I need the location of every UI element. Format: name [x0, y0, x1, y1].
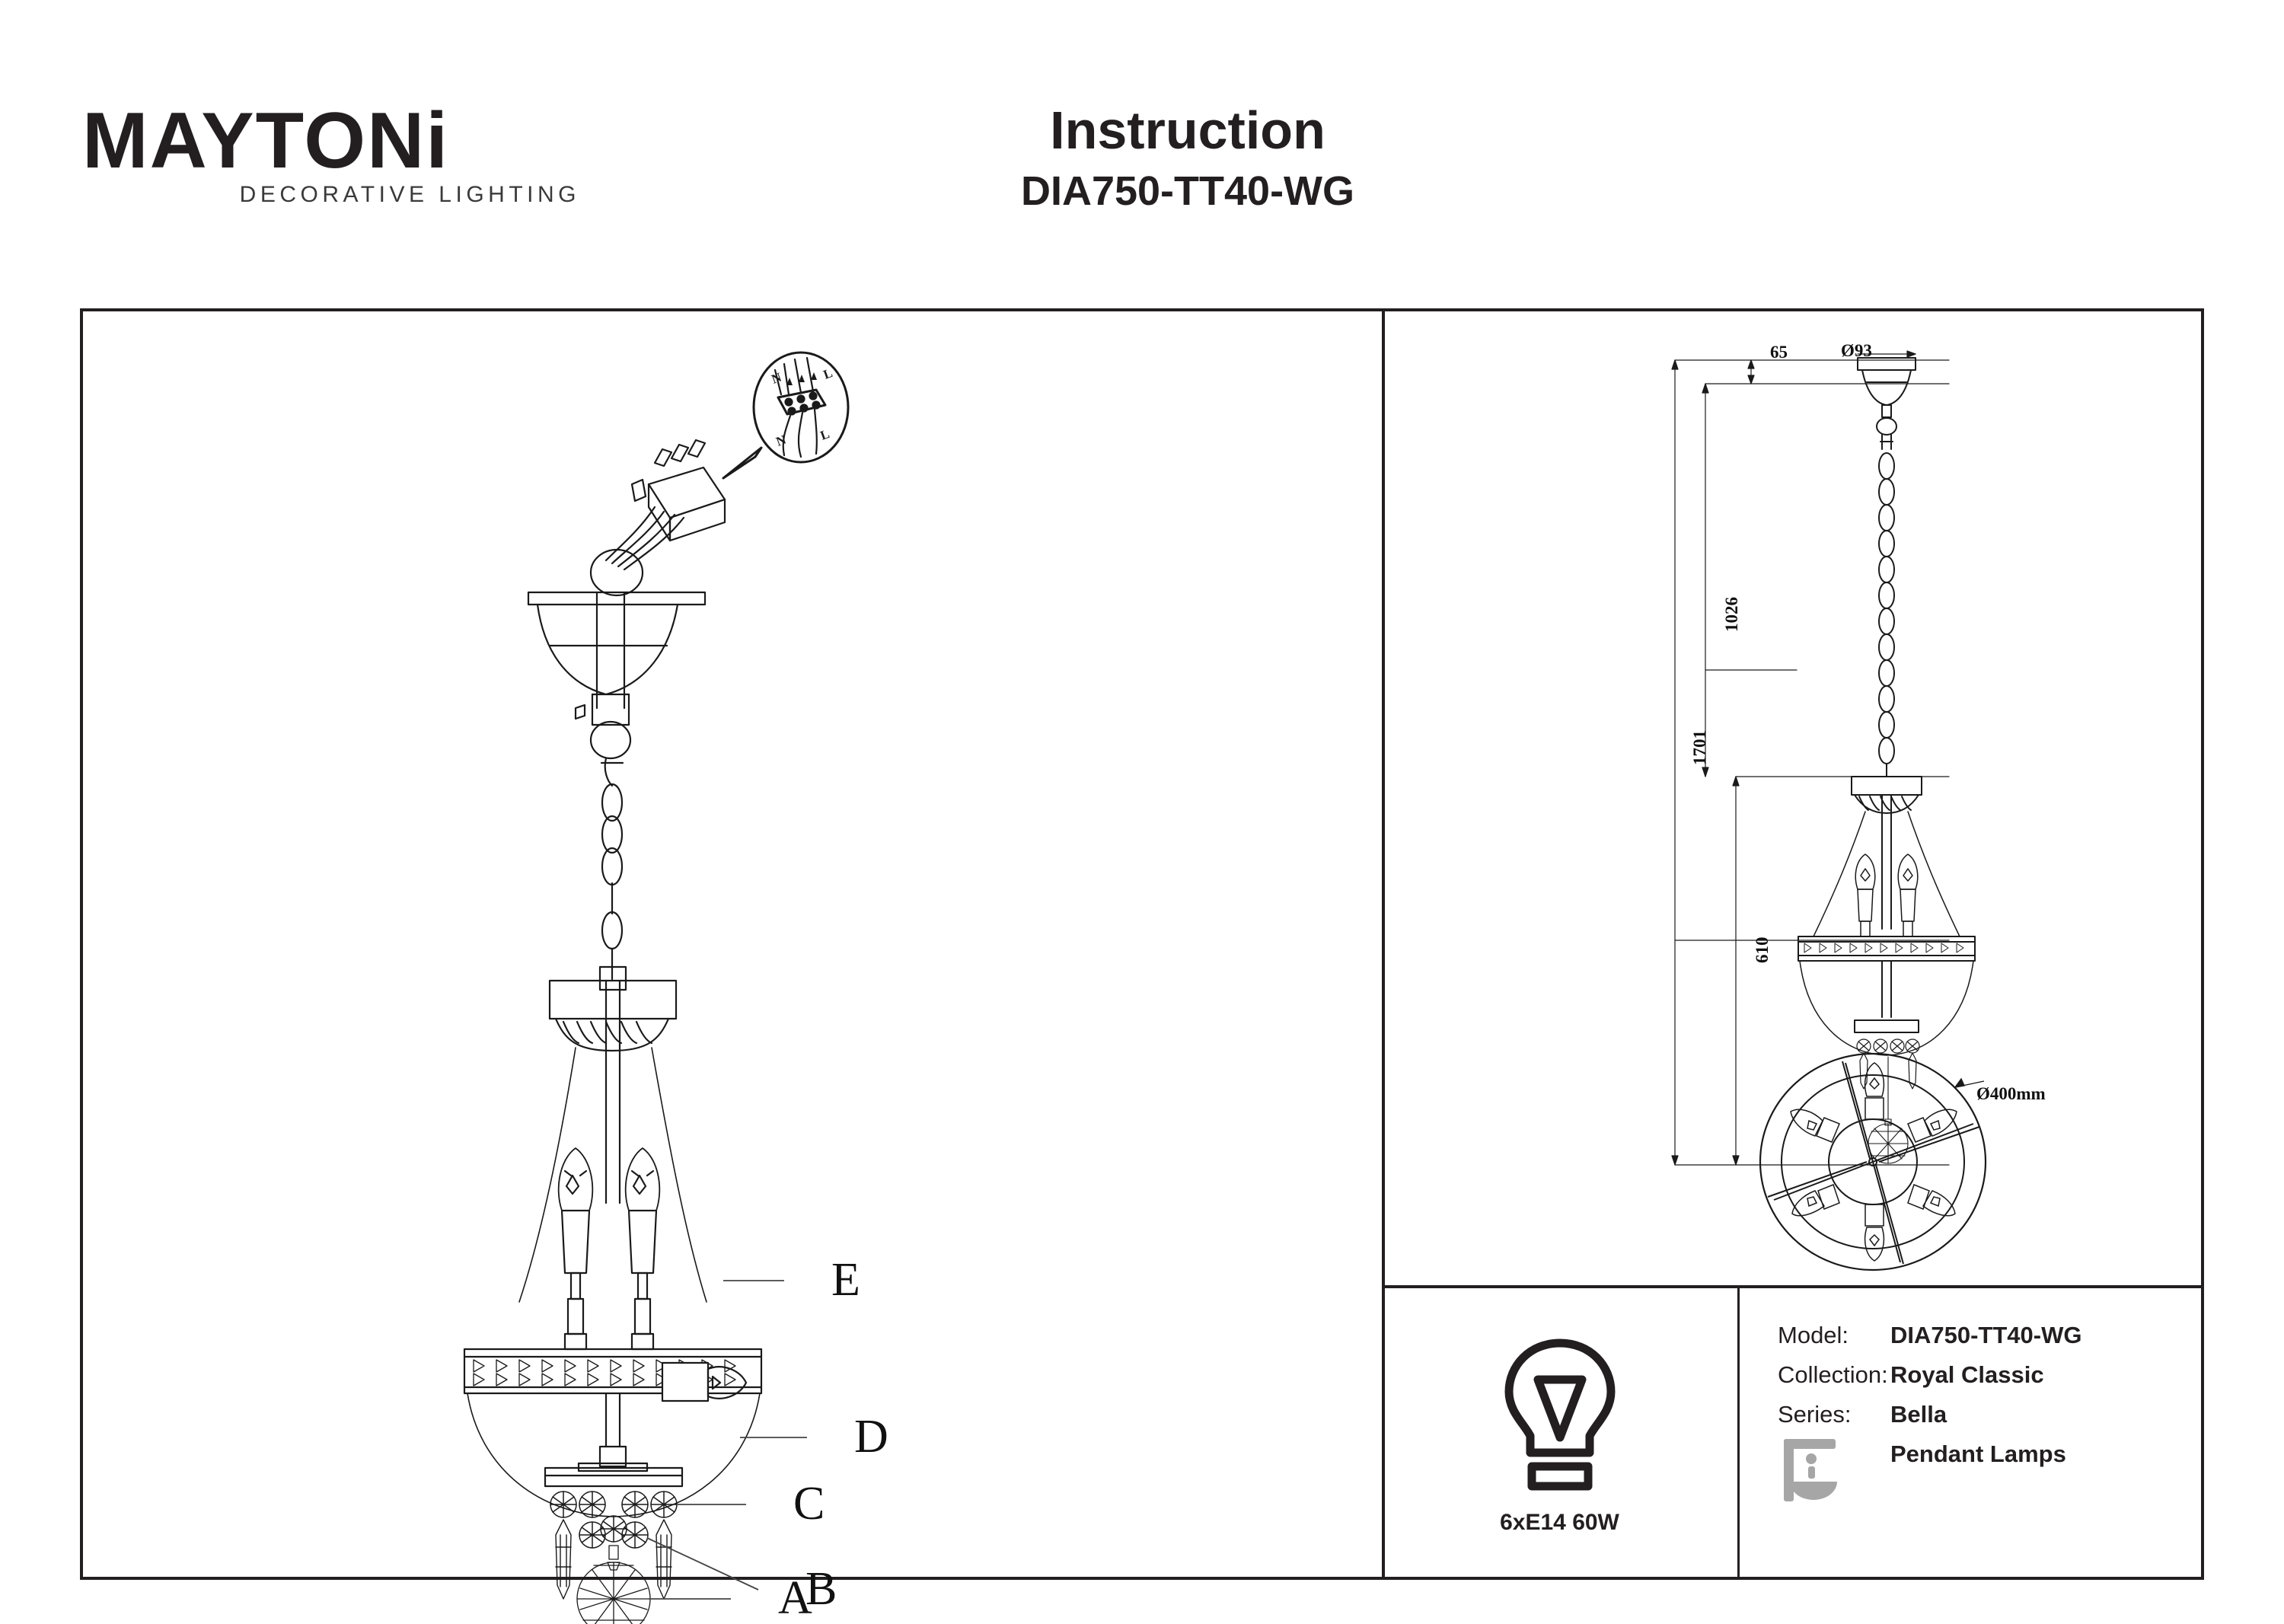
drawing-frame	[80, 308, 2204, 1580]
tech-glass-bowl	[1799, 960, 1974, 1056]
technical-plan-view	[1751, 1051, 2071, 1279]
callout-letter-d: D	[854, 1411, 888, 1463]
maytoni-logo: MAYTONi DECORATIVE LIGHTING	[82, 101, 585, 217]
glass-shade-cone	[518, 1047, 707, 1303]
info-row-collection: Collection: Royal Classic	[1778, 1361, 2204, 1389]
tech-shade-collar	[1851, 776, 1922, 930]
wire-label-l-bottom: L	[818, 426, 831, 443]
pendant-lamp-icon	[1778, 1431, 1861, 1508]
teardrop-crystal-left	[555, 1519, 572, 1600]
shade-collar	[548, 965, 678, 1204]
tech-bottom-crystals	[1854, 960, 1920, 1164]
info-value-model: DIA750-TT40-WG	[1890, 1322, 2082, 1348]
dim-label-total-height: 1701	[1690, 730, 1709, 765]
center-stem	[598, 1392, 627, 1468]
tech-crystal-band	[1798, 936, 1976, 962]
dim-label-canopy-diameter: Ø93	[1841, 341, 1872, 360]
wire-label-n-bottom: N	[774, 432, 789, 448]
bulb-spec-label: 6xE14 60W	[1500, 1510, 1619, 1535]
technical-elevation-drawing	[1629, 335, 2208, 1287]
info-key-series: Series:	[1778, 1401, 1852, 1428]
info-value-series: Bella	[1890, 1401, 1947, 1428]
bottom-crystal-plate	[544, 1462, 684, 1488]
info-row-series: Series: Bella	[1778, 1401, 2204, 1428]
tech-candle-right	[1897, 853, 1919, 937]
info-value-collection: Royal Classic	[1890, 1361, 2044, 1388]
main-product-drawing: N L N L	[463, 350, 1332, 1624]
logo-letter-i: i	[426, 97, 450, 185]
suspension-chain	[601, 783, 624, 981]
logo-letter-m: M	[82, 97, 150, 185]
callout-letter-c: C	[793, 1478, 825, 1530]
page-model-code: DIA750-TT40-WG	[1020, 168, 1355, 214]
frame-vertical-divider	[1382, 308, 1385, 1580]
info-row-model: Model: DIA750-TT40-WG	[1778, 1322, 2204, 1349]
tech-candle-left	[1855, 853, 1876, 937]
light-bulb-icon	[1504, 1338, 1615, 1491]
bulb-spec-cell: 6xE14 60W	[1382, 1288, 1737, 1580]
logo-letter-a-accent: A	[149, 97, 202, 185]
info-value-category: Pendant Lamps	[1890, 1441, 2066, 1467]
info-key-model: Model:	[1778, 1322, 1849, 1348]
tech-ceiling-canopy	[1857, 357, 1916, 418]
tech-chain	[1878, 452, 1895, 777]
table-vertical-divider	[1737, 1285, 1740, 1580]
crystal-band-ring	[463, 1348, 763, 1402]
document-title-block: Instruction DIA750-TT40-WG	[952, 99, 1424, 216]
tech-shade-cone	[1813, 811, 1960, 937]
tech-chain-hook	[1876, 417, 1897, 450]
page-title: Instruction	[1050, 101, 1325, 160]
logo-wordmark: MAYTONi	[82, 101, 585, 180]
wiring-detail-bubble: N L N L	[722, 351, 850, 480]
info-key-collection: Collection:	[1778, 1361, 1888, 1388]
candle-bulb-right	[624, 1147, 661, 1351]
candle-bulb-left	[557, 1147, 594, 1351]
product-info-cell: Model: DIA750-TT40-WG Collection: Royal …	[1740, 1288, 2204, 1580]
callout-letter-e: E	[831, 1254, 860, 1306]
frame-horizontal-divider	[1382, 1285, 2204, 1288]
terminal-connector-block	[604, 439, 726, 571]
dim-label-canopy-height: 65	[1770, 343, 1788, 362]
wire-label-n-top: N	[770, 369, 784, 386]
dim-label-fixture-height: 610	[1753, 936, 1772, 964]
logo-letters-yton: YTON	[201, 97, 426, 185]
callout-letter-a: A	[778, 1572, 812, 1624]
dim-label-shade-diameter: Ø400mm	[1976, 1084, 2046, 1103]
logo-tagline: DECORATIVE LIGHTING	[239, 182, 580, 207]
octagon-crystal-beads	[550, 1491, 678, 1549]
ceiling-canopy	[527, 548, 707, 787]
dim-label-chain-length: 1026	[1722, 597, 1741, 632]
callout-letter-b: B	[805, 1563, 837, 1615]
